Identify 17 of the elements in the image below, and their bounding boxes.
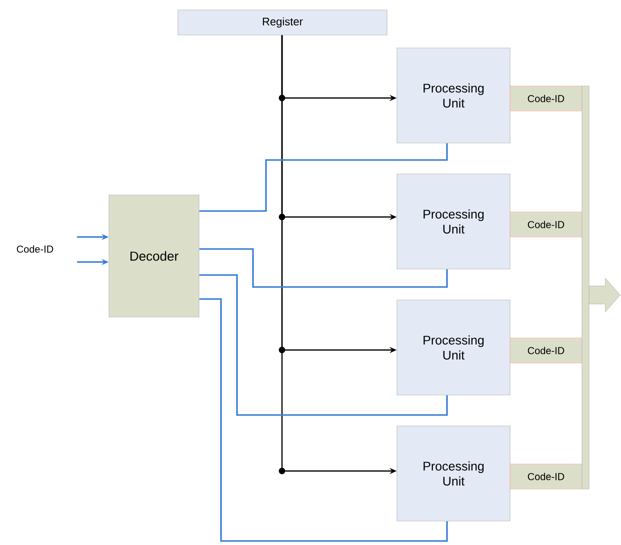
decoder-box: Decoder [108,194,200,318]
code-id-tab: Code-ID [510,212,582,238]
processing-unit-box: Processing Unit [396,426,510,522]
connector-line [199,298,448,542]
output-arrow [589,278,621,312]
code-id-tab: Code-ID [510,86,582,112]
input-label: Code-ID [16,245,54,253]
code-id-tab: Code-ID [510,464,582,490]
connector-line [199,248,448,288]
connector-line [199,143,448,212]
processing-unit-box: Processing Unit [396,174,510,270]
processing-unit-box: Processing Unit [396,48,510,144]
code-id-tab: Code-ID [510,338,582,364]
bus-bar [582,86,590,490]
connector-line [199,274,448,416]
processing-unit-box: Processing Unit [396,300,510,396]
register-box: Register [178,10,388,36]
